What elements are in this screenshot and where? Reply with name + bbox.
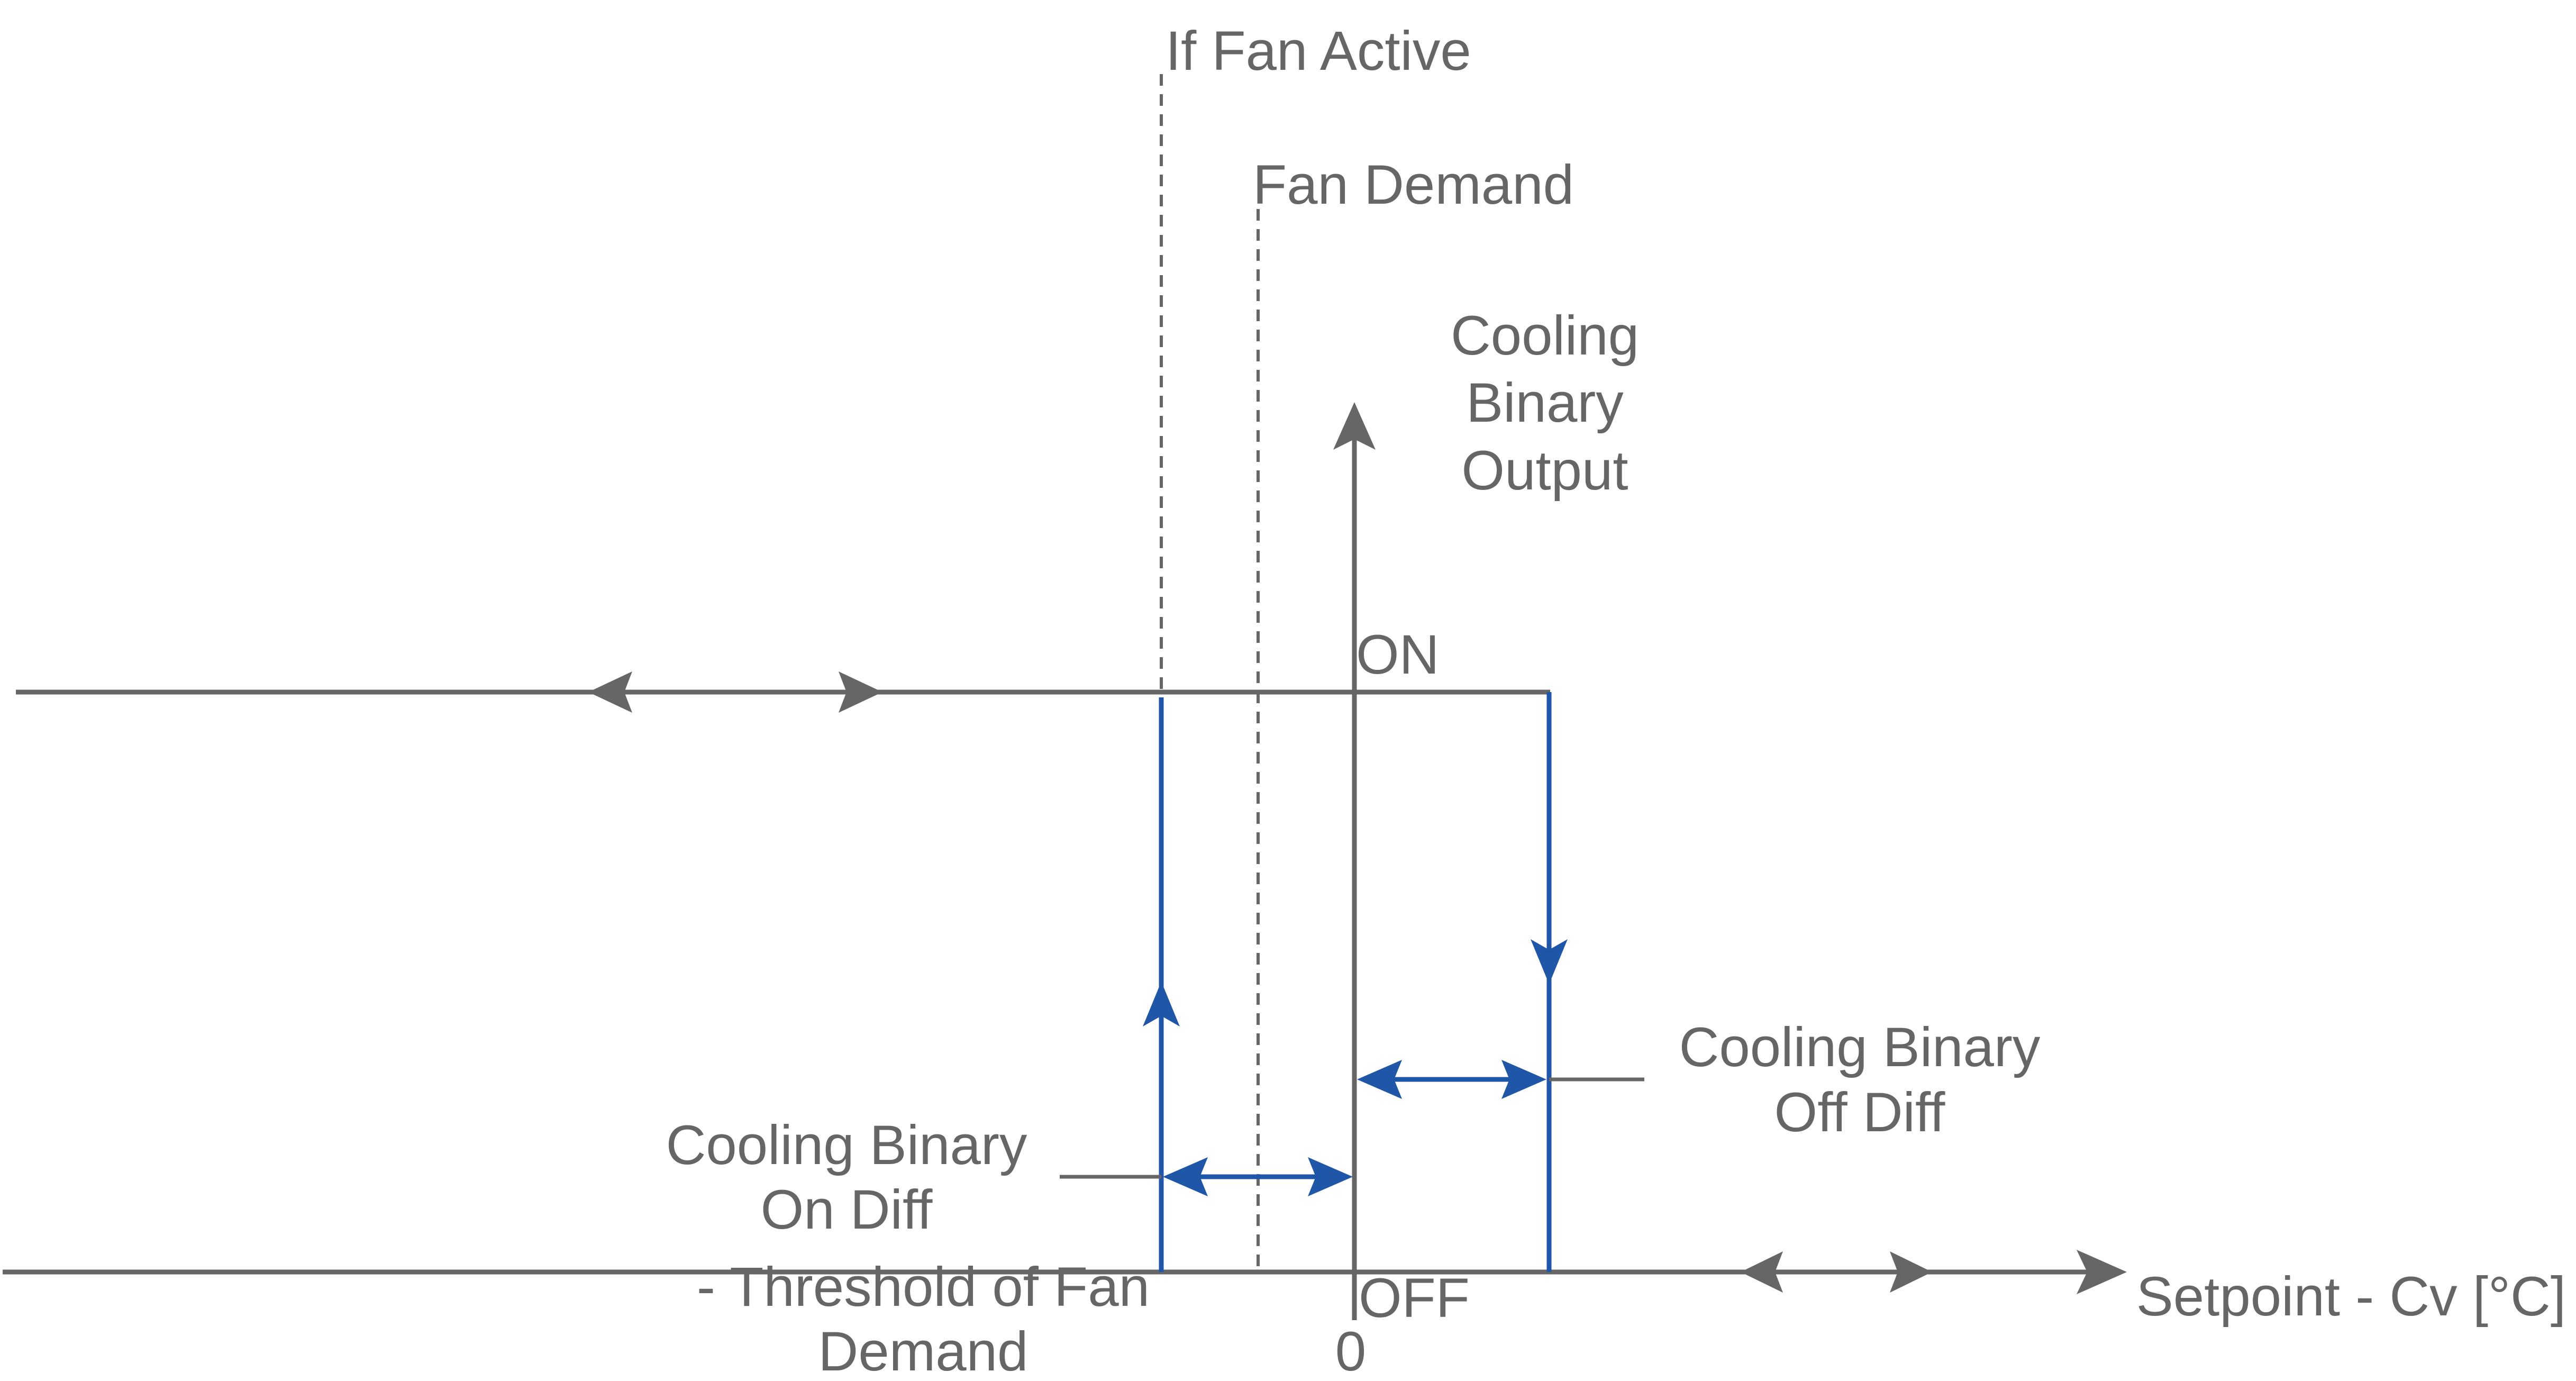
on-diff-label-line1: Cooling Binary (666, 1114, 1027, 1176)
off-diff-label-line2: Off Diff (1774, 1082, 1946, 1143)
off-diff-right-arrow-icon (1501, 1060, 1546, 1099)
y-axis-arrowhead (1333, 402, 1376, 450)
output-label-line1: Cooling (1451, 305, 1639, 367)
fan-demand-label: Fan Demand (1253, 154, 1574, 216)
output-label-line2: Binary (1466, 372, 1624, 434)
on-diff-left-arrow-icon (1163, 1157, 1208, 1196)
x-axis-right-arrow-icon (1890, 1251, 1932, 1293)
switch-on-arrow-icon (1143, 982, 1180, 1026)
on-line-left-arrow-icon (588, 671, 632, 713)
switch-off-arrow-icon (1531, 939, 1568, 984)
on-diff-label-line2: On Diff (761, 1179, 933, 1241)
x-axis-label: Setpoint - Cv [°C] (2136, 1266, 2566, 1328)
on-label: ON (1356, 624, 1440, 686)
output-label-line3: Output (1461, 440, 1628, 502)
zero-label: 0 (1335, 1321, 1366, 1381)
threshold-label-line1: - Threshold of Fan (697, 1256, 1150, 1318)
on-diff-right-arrow-icon (1308, 1157, 1353, 1196)
if-fan-active-label: If Fan Active (1166, 20, 1471, 82)
off-label: OFF (1359, 1267, 1470, 1329)
x-axis-arrowhead (2077, 1250, 2127, 1294)
on-line-right-arrow-icon (839, 671, 882, 713)
threshold-label-line2: Demand (818, 1321, 1028, 1381)
x-axis-left-arrow-icon (1741, 1251, 1783, 1293)
off-diff-label-line1: Cooling Binary (1679, 1016, 2041, 1078)
off-diff-left-arrow-icon (1357, 1060, 1402, 1099)
